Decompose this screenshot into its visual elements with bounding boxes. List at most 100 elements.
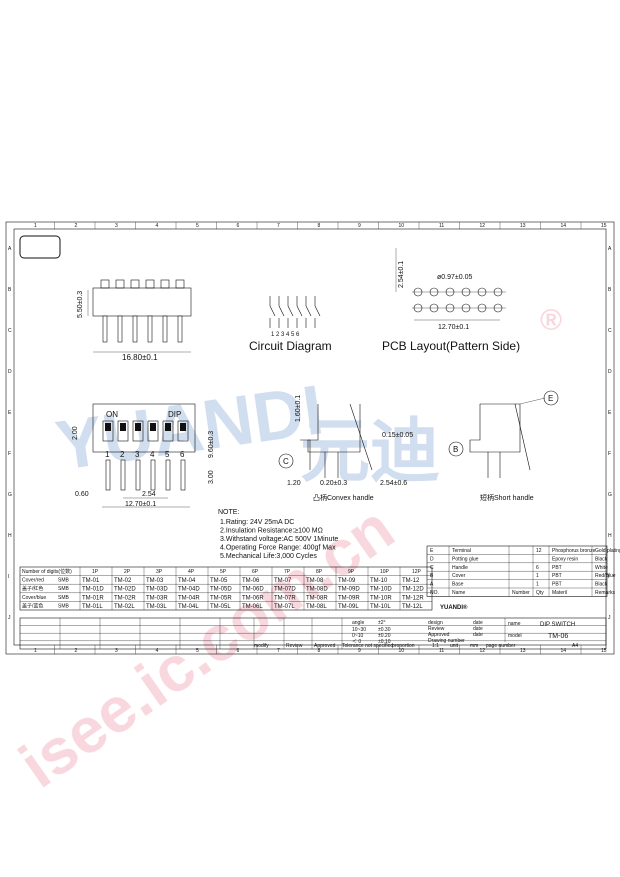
- border-row-label: D: [8, 369, 12, 375]
- sign-row: Approved: [428, 632, 450, 638]
- front-position-label: 1: [105, 450, 110, 459]
- title-bottom-cell: A4: [572, 643, 578, 649]
- model-cell: TM-07: [274, 578, 292, 584]
- pcb-title: PCB Layout(Pattern Side): [382, 339, 520, 353]
- model-cell: TM-02D: [114, 587, 136, 593]
- border-col-label: 10: [399, 223, 405, 229]
- bom-cell: Name: [452, 590, 466, 596]
- pcb-width-dim: 12.70±0.1: [438, 324, 469, 331]
- border-col-label: 9: [358, 223, 361, 229]
- model-position-header: 6P: [252, 569, 259, 575]
- bom-cell: Qty: [536, 590, 544, 596]
- model-cell: TM-05: [210, 578, 228, 584]
- model-cell: TM-09R: [338, 595, 360, 601]
- model-cell: TM-10R: [370, 595, 392, 601]
- model-cell: TM-08R: [306, 595, 328, 601]
- model-cell: TM-03R: [146, 595, 168, 601]
- model-cell: TM-02: [114, 578, 132, 584]
- bom-cell: Red/Blue: [595, 573, 616, 579]
- front-dim-right: 9.60±0.3: [208, 431, 215, 458]
- bom-cell: Black: [595, 582, 608, 588]
- border-col-label: 15: [601, 223, 607, 229]
- model-cell: TM-09L: [338, 604, 359, 610]
- model-cell: TM-05L: [210, 604, 231, 610]
- title-bottom-cell: Review: [286, 643, 303, 649]
- border-row-label: C: [8, 328, 12, 334]
- border-row-label: I: [608, 574, 609, 580]
- border-col-label: 11: [439, 223, 444, 229]
- side-view-short: B E 短柄Short handle: [448, 390, 559, 502]
- border-col-label: 11: [439, 648, 444, 654]
- tol-row: ±0.10: [378, 639, 391, 645]
- model-cell: TM-06R: [242, 595, 264, 601]
- border-row-label: F: [8, 451, 11, 457]
- date-label: date: [473, 632, 483, 638]
- front-position-label: 4: [150, 450, 155, 459]
- model-cell: TM-01D: [82, 587, 104, 593]
- border-col-label: 6: [237, 223, 240, 229]
- model-position-header: 12P: [412, 569, 422, 575]
- bom-cell: White: [595, 565, 608, 571]
- model-cell: TM-08D: [306, 587, 328, 593]
- bom-cell: Handle: [452, 565, 468, 571]
- border-col-label: 2: [75, 223, 78, 229]
- model-row-label: Cover/blue: [22, 595, 46, 601]
- model-row-sub: SMB: [58, 595, 70, 601]
- model-row-sub: SMB: [58, 578, 70, 584]
- model-row-label: Cover/red: [22, 578, 44, 584]
- model-position-header: 2P: [124, 569, 131, 575]
- notes: NOTE: 1.Rating: 24V 25mA DC2.Insulation …: [218, 509, 338, 560]
- border-col-label: 13: [520, 223, 526, 229]
- bom-cell: E: [430, 548, 434, 554]
- circuit-pin-labels: 1 2 3 4 5 6: [271, 332, 300, 338]
- convex-dim-mid: 0.20±0.3: [320, 480, 347, 487]
- model-cell: TM-06: [242, 578, 260, 584]
- model-header-label: Number of digits(位数): [22, 568, 72, 575]
- bom-cell: Gold plating: [595, 548, 620, 554]
- model-cell: TM-04D: [178, 587, 200, 593]
- border-col-label: 7: [277, 648, 280, 654]
- model-cell: TM-07D: [274, 587, 296, 593]
- tag-box: [19, 235, 61, 259]
- bom-cell: PBT: [552, 582, 562, 588]
- model-value: TM-06: [548, 633, 568, 640]
- border-row-label: E: [8, 410, 12, 416]
- top-height-dim: 5.50±0.3: [77, 291, 84, 318]
- note-line: 1.Rating: 24V 25mA DC: [220, 519, 294, 526]
- model-cell: TM-09: [338, 578, 356, 584]
- bom-cell: Remarks: [595, 590, 616, 596]
- model-cell: TM-06D: [242, 587, 264, 593]
- convex-dim-angle: 0.15±0.05: [382, 432, 413, 439]
- pcb-hole-dim: ø0.97±0.05: [437, 274, 472, 281]
- border-labels: 1122334455667788991010111112121313141415…: [8, 222, 612, 654]
- border-col-label: 3: [115, 223, 118, 229]
- border-row-label: J: [8, 615, 11, 621]
- tol-head: angle: [352, 620, 364, 626]
- border-row-label: H: [8, 533, 12, 539]
- model-position-header: 9P: [348, 569, 355, 575]
- front-dim-pin-w: 0.60: [75, 491, 89, 498]
- border-row-label: H: [608, 533, 612, 539]
- model-cell: TM-10: [370, 578, 388, 584]
- model-cell: TM-03D: [146, 587, 168, 593]
- border-col-label: 3: [115, 648, 118, 654]
- title-block: angle±2°10~30±0.300~10±0.20＜ 0±0.10desig…: [19, 617, 607, 650]
- model-row-label: 盖子/蓝色: [22, 602, 43, 609]
- convex-dim-right: 2.54±0.6: [380, 480, 407, 487]
- model-cell: TM-01R: [82, 595, 104, 601]
- border-row-label: J: [608, 615, 611, 621]
- bom-cell: 12: [536, 548, 542, 554]
- model-cell: TM-01L: [82, 604, 103, 610]
- model-cell: TM-04R: [178, 595, 200, 601]
- pcb-layout: 2.54±0.1 ø0.97±0.05 12.70±0.1 PCB Layout…: [382, 248, 520, 353]
- border-col-label: 13: [520, 648, 526, 654]
- model-position-header: 3P: [156, 569, 163, 575]
- border-col-label: 4: [156, 648, 159, 654]
- bom-cell: Terminal: [452, 548, 471, 554]
- model-cell: TM-04L: [178, 604, 199, 610]
- model-cell: TM-01: [82, 578, 100, 584]
- title-bottom-cell: 1:1: [432, 643, 439, 649]
- model-position-header: 4P: [188, 569, 195, 575]
